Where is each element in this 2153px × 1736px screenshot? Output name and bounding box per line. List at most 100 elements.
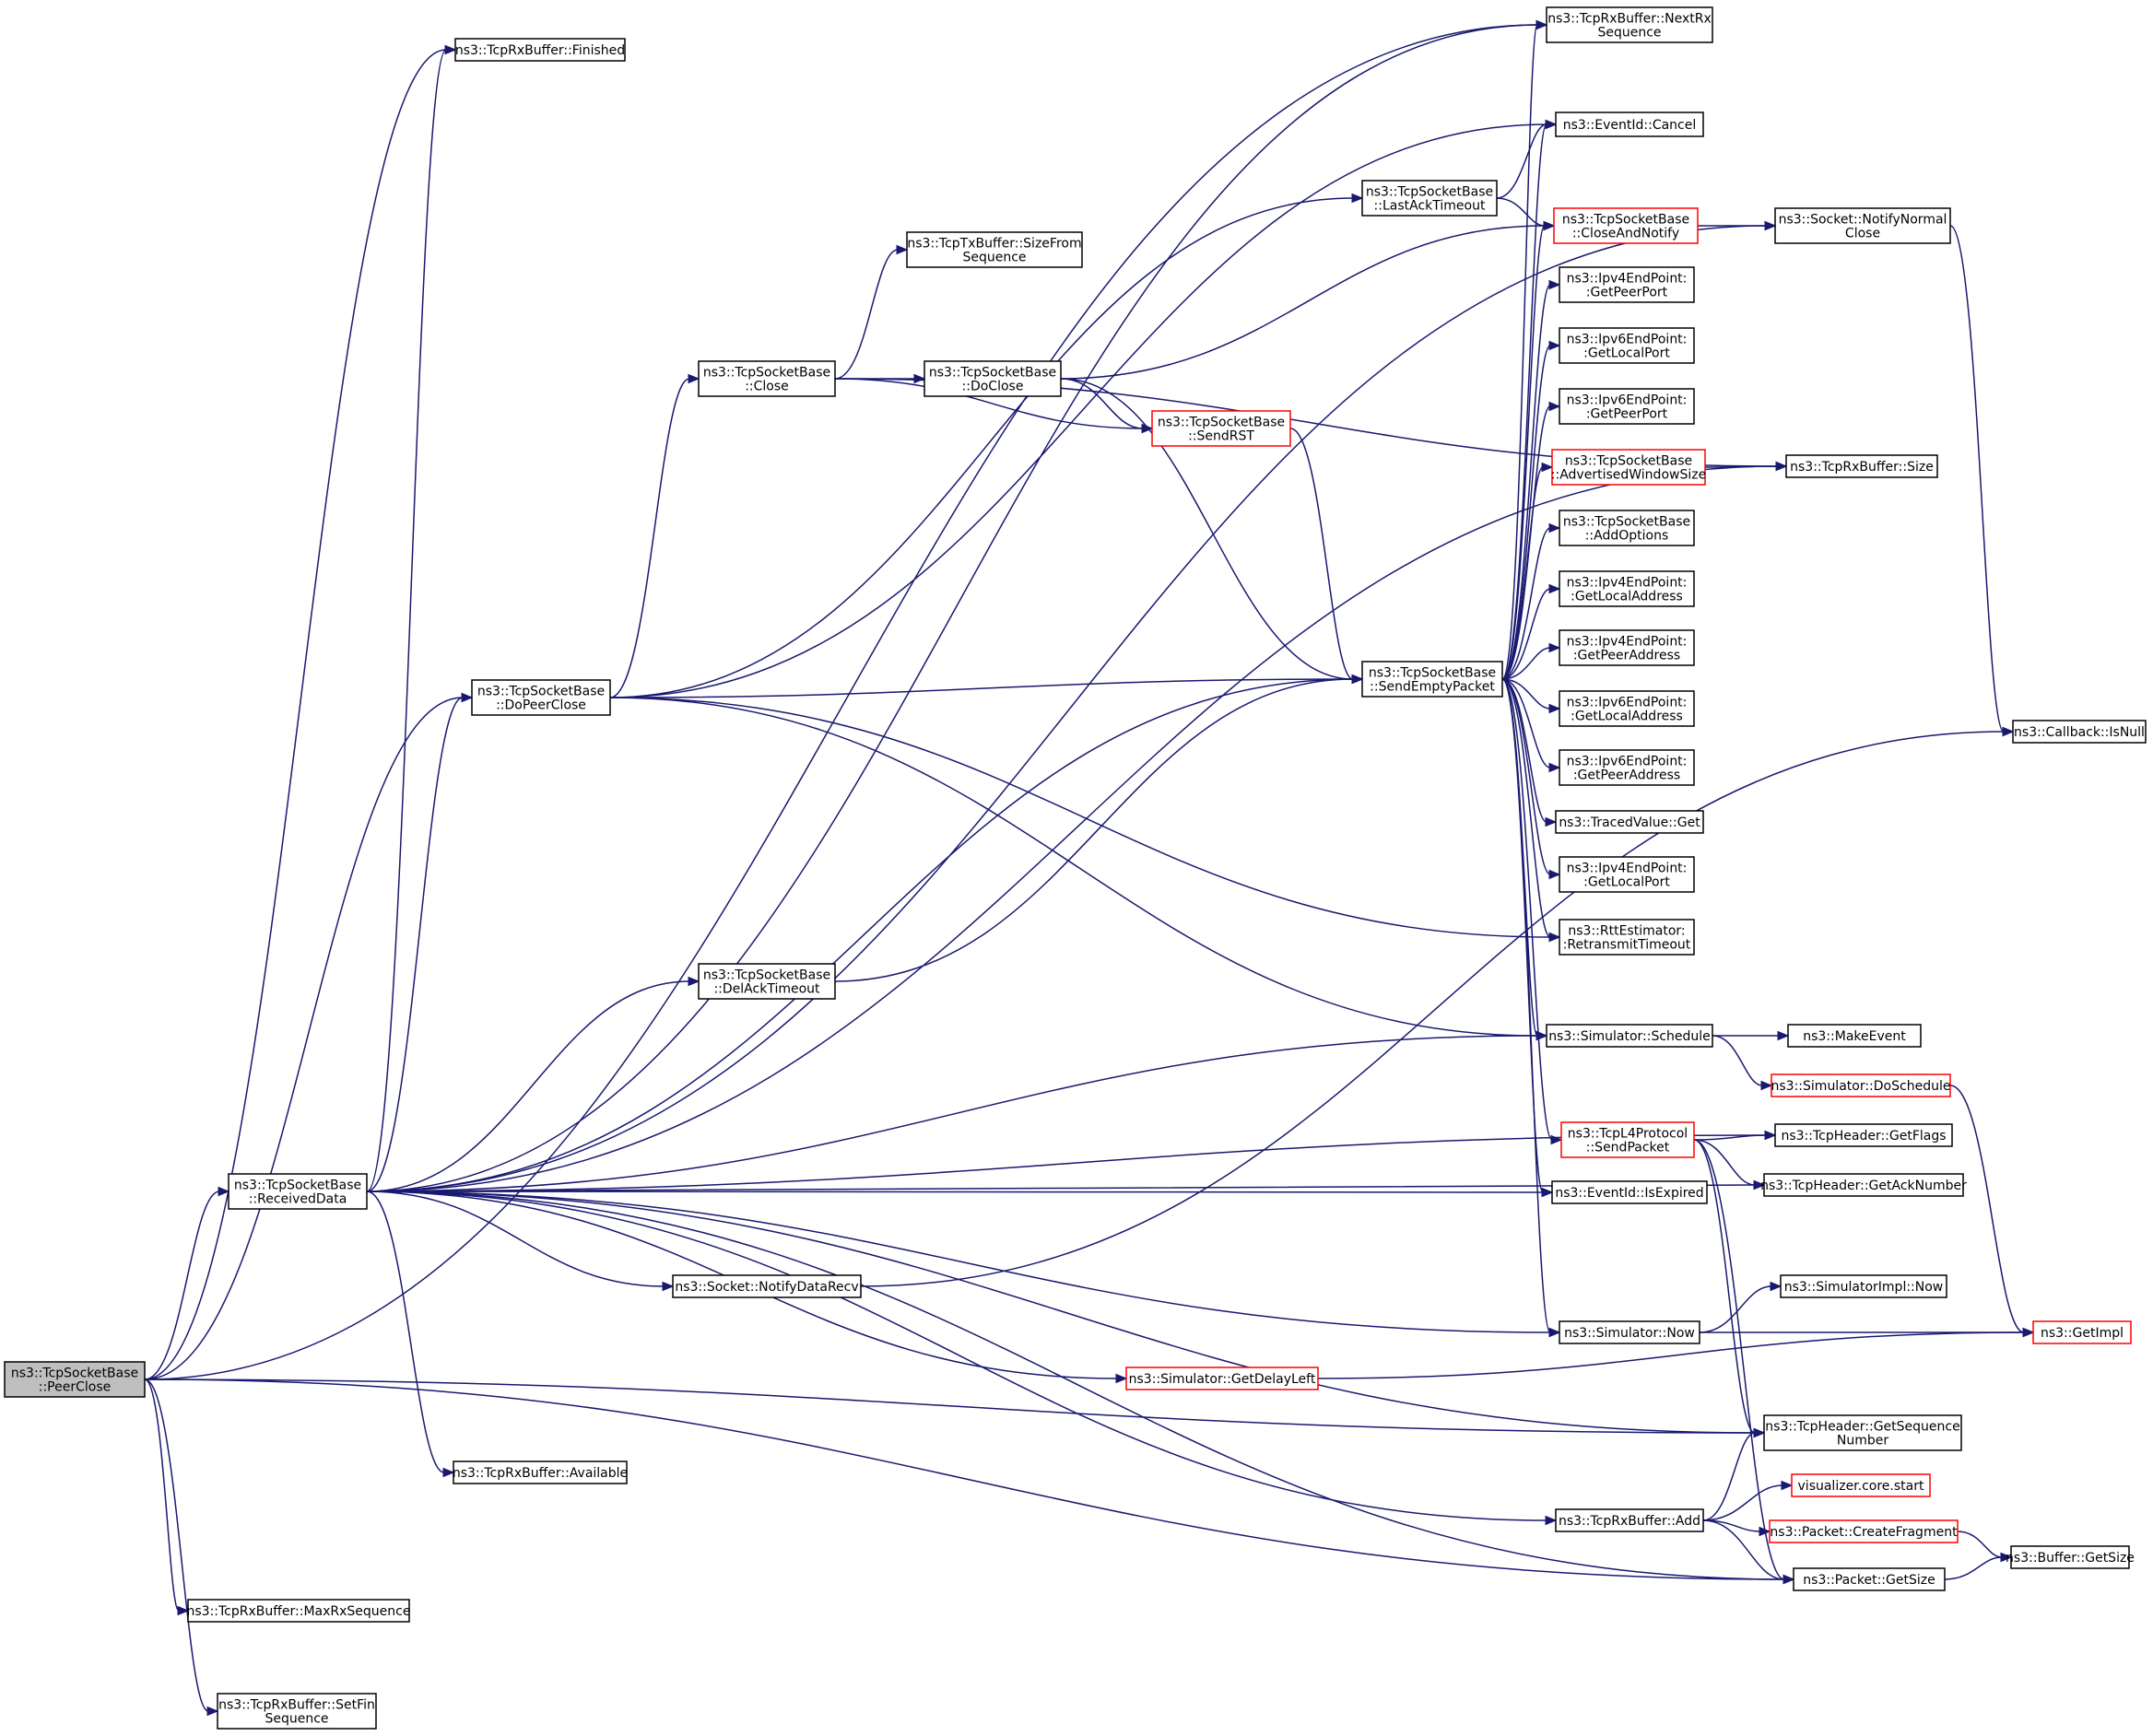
node-getdelay[interactable]: ns3::Simulator::GetDelayLeft xyxy=(1125,1367,1319,1390)
node-box[interactable] xyxy=(1559,510,1695,546)
node-box[interactable] xyxy=(1763,1414,1962,1451)
node-maxrx[interactable]: ns3::TcpRxBuffer::MaxRxSequence xyxy=(187,1599,411,1623)
node-box[interactable] xyxy=(1785,454,1938,478)
node-box[interactable] xyxy=(454,38,626,62)
node-box[interactable] xyxy=(1774,1123,1953,1147)
node-box[interactable] xyxy=(1125,1367,1319,1390)
node-box[interactable] xyxy=(1559,749,1695,786)
node-dopeerclose[interactable]: ns3::TcpSocketBase::DoPeerClose xyxy=(471,679,611,716)
node-close[interactable]: ns3::TcpSocketBase::Close xyxy=(698,360,836,397)
node-box[interactable] xyxy=(1546,6,1713,43)
node-ipv4_peeraddr[interactable]: ns3::Ipv4EndPoint::GetPeerAddress xyxy=(1559,629,1695,666)
node-simnow[interactable]: ns3::Simulator::Now xyxy=(1559,1320,1700,1344)
node-box[interactable] xyxy=(924,360,1062,397)
node-box[interactable] xyxy=(698,963,836,1000)
node-cancel[interactable]: ns3::EventId::Cancel xyxy=(1555,111,1704,137)
node-box[interactable] xyxy=(1793,1567,1946,1591)
node-box[interactable] xyxy=(1560,1121,1695,1158)
node-viz[interactable]: visualizer.core.start xyxy=(1791,1473,1931,1497)
node-box[interactable] xyxy=(1771,1073,1951,1097)
node-getimpl[interactable]: ns3::GetImpl xyxy=(2032,1320,2132,1344)
node-box[interactable] xyxy=(471,679,611,716)
node-isexpired[interactable]: ns3::EventId::IsExpired xyxy=(1551,1180,1708,1204)
node-box[interactable] xyxy=(1780,1274,1947,1298)
node-simimplnow[interactable]: ns3::SimulatorImpl::Now xyxy=(1780,1274,1947,1298)
node-ipv6_peerport[interactable]: ns3::Ipv6EndPoint::GetPeerPort xyxy=(1559,388,1695,425)
node-box[interactable] xyxy=(1559,919,1695,956)
node-advwin[interactable]: ns3::TcpSocketBase::AdvertisedWindowSize xyxy=(1551,449,1706,486)
node-box[interactable] xyxy=(217,1693,377,1730)
node-box[interactable] xyxy=(1361,180,1498,217)
node-rx_available[interactable]: ns3::TcpRxBuffer::Available xyxy=(453,1460,628,1484)
node-buf_getsize[interactable]: ns3::Buffer::GetSize xyxy=(2006,1545,2135,1569)
node-makeevent[interactable]: ns3::MakeEvent xyxy=(1787,1024,1922,1048)
node-box[interactable] xyxy=(1361,661,1503,698)
node-box[interactable] xyxy=(187,1599,410,1623)
node-closenotify[interactable]: ns3::TcpSocketBase::CloseAndNotify xyxy=(1553,207,1699,244)
node-box[interactable] xyxy=(1555,1508,1704,1532)
node-sendrst[interactable]: ns3::TcpSocketBase::SendRST xyxy=(1151,410,1291,447)
node-box[interactable] xyxy=(1559,856,1695,893)
node-ipv4_peerport[interactable]: ns3::Ipv4EndPoint::GetPeerPort xyxy=(1559,266,1695,303)
node-box[interactable] xyxy=(1151,410,1291,447)
node-box[interactable] xyxy=(1763,1173,1964,1197)
node-box[interactable] xyxy=(1559,629,1695,666)
node-box[interactable] xyxy=(1559,327,1695,364)
node-box[interactable] xyxy=(1555,111,1704,137)
node-rx_add[interactable]: ns3::TcpRxBuffer::Add xyxy=(1555,1508,1704,1532)
node-lastack[interactable]: ns3::TcpSocketBase::LastAckTimeout xyxy=(1361,180,1498,217)
node-notifydata[interactable]: ns3::Socket::NotifyDataRecv xyxy=(672,1274,862,1298)
node-l4send[interactable]: ns3::TcpL4Protocol::SendPacket xyxy=(1560,1121,1695,1158)
node-ipv6_localaddr[interactable]: ns3::Ipv6EndPoint::GetLocalAddress xyxy=(1559,690,1695,727)
node-schedule[interactable]: ns3::Simulator::Schedule xyxy=(1546,1024,1713,1048)
node-doclose[interactable]: ns3::TcpSocketBase::DoClose xyxy=(924,360,1062,397)
node-addoptions[interactable]: ns3::TcpSocketBase::AddOptions xyxy=(1559,510,1695,546)
node-box[interactable] xyxy=(1774,207,1951,244)
node-createfrag[interactable]: ns3::Packet::CreateFragment xyxy=(1769,1519,1959,1543)
node-getacknum[interactable]: ns3::TcpHeader::GetAckNumber xyxy=(1760,1173,1967,1197)
node-box[interactable] xyxy=(4,1361,146,1398)
node-box[interactable] xyxy=(1551,449,1706,486)
node-box[interactable] xyxy=(2032,1320,2132,1344)
node-box[interactable] xyxy=(1559,388,1695,425)
node-box[interactable] xyxy=(1555,810,1704,834)
node-tracedget[interactable]: ns3::TracedValue::Get xyxy=(1555,810,1704,834)
node-ipv4_localaddr[interactable]: ns3::Ipv4EndPoint::GetLocalAddress xyxy=(1559,570,1695,607)
node-box[interactable] xyxy=(1559,570,1695,607)
node-box[interactable] xyxy=(1559,690,1695,727)
node-box[interactable] xyxy=(2010,1545,2130,1569)
node-pkt_getsize[interactable]: ns3::Packet::GetSize xyxy=(1793,1567,1946,1591)
node-box[interactable] xyxy=(1546,1024,1713,1048)
node-delack[interactable]: ns3::TcpSocketBase::DelAckTimeout xyxy=(698,963,836,1000)
node-box[interactable] xyxy=(453,1460,628,1484)
node-callback_isnull[interactable]: ns3::Callback::IsNull xyxy=(2012,720,2147,744)
node-box[interactable] xyxy=(672,1274,862,1298)
node-doschedule[interactable]: ns3::Simulator::DoSchedule xyxy=(1771,1073,1951,1097)
node-box[interactable] xyxy=(1787,1024,1922,1048)
node-box[interactable] xyxy=(1791,1473,1931,1497)
node-ipv4_localport[interactable]: ns3::Ipv4EndPoint::GetLocalPort xyxy=(1559,856,1695,893)
node-rtt[interactable]: ns3::RttEstimator::RetransmitTimeout xyxy=(1559,919,1695,956)
node-box[interactable] xyxy=(906,231,1083,268)
node-box[interactable] xyxy=(2012,720,2147,744)
node-box[interactable] xyxy=(228,1173,368,1210)
node-receiveddata[interactable]: ns3::TcpSocketBase::ReceivedData xyxy=(228,1173,368,1210)
node-rx_finished[interactable]: ns3::TcpRxBuffer::Finished xyxy=(454,38,626,62)
node-ipv6_peeraddr[interactable]: ns3::Ipv6EndPoint::GetPeerAddress xyxy=(1559,749,1695,786)
node-box[interactable] xyxy=(1559,1320,1700,1344)
node-box[interactable] xyxy=(698,360,836,397)
node-box[interactable] xyxy=(1769,1519,1959,1543)
node-box[interactable] xyxy=(1559,266,1695,303)
node-getflags[interactable]: ns3::TcpHeader::GetFlags xyxy=(1774,1123,1953,1147)
node-rx_size[interactable]: ns3::TcpRxBuffer::Size xyxy=(1785,454,1938,478)
node-peerclose[interactable]: ns3::TcpSocketBase::PeerClose xyxy=(4,1361,146,1398)
node-sendempty[interactable]: ns3::TcpSocketBase::SendEmptyPacket xyxy=(1361,661,1503,698)
node-box[interactable] xyxy=(1551,1180,1708,1204)
node-box[interactable] xyxy=(1553,207,1699,244)
node-ipv6_localport[interactable]: ns3::Ipv6EndPoint::GetLocalPort xyxy=(1559,327,1695,364)
